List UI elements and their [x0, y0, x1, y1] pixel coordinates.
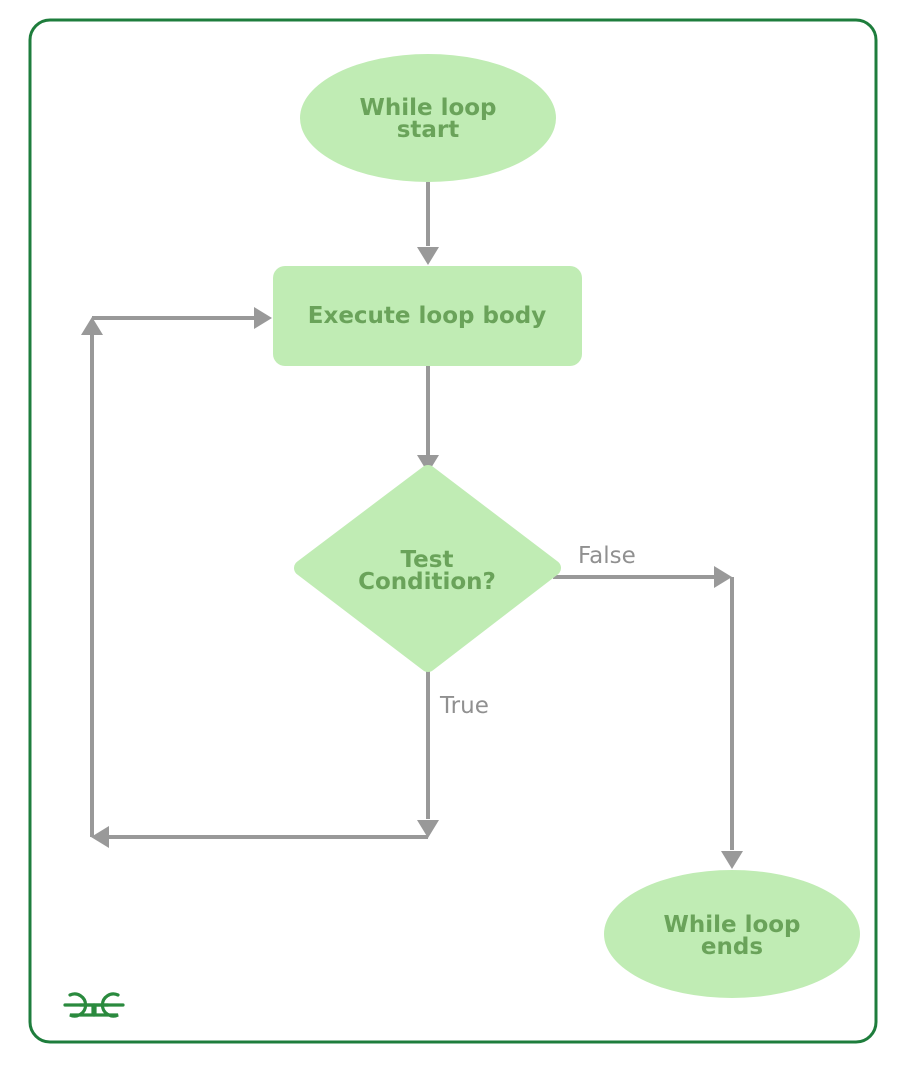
- node-test-condition: Test Condition?: [294, 465, 561, 672]
- arrowhead-icon: [417, 820, 439, 838]
- arrowhead-icon: [91, 826, 109, 848]
- edge-label-false: False: [578, 543, 636, 569]
- node-test-condition-line-2: Condition?: [358, 569, 496, 595]
- edge-start-to-body: [417, 182, 439, 265]
- arrowhead-icon: [714, 566, 732, 588]
- arrowhead-icon: [417, 455, 439, 473]
- arrowhead-icon: [81, 317, 103, 335]
- node-loop-start: While loop start: [300, 54, 556, 182]
- arrowhead-icon: [254, 307, 272, 329]
- node-execute-body-label: Execute loop body: [308, 303, 546, 329]
- edge-condition-false: False: [553, 543, 743, 869]
- arrowhead-icon: [721, 851, 743, 869]
- node-execute-body: Execute loop body: [273, 266, 582, 366]
- edge-label-true: True: [439, 693, 489, 719]
- node-loop-end: While loop ends: [604, 870, 860, 998]
- edge-condition-true: True: [81, 307, 489, 848]
- node-loop-end-line-1: While loop: [663, 912, 800, 938]
- node-loop-start-line-2: start: [397, 117, 460, 143]
- edge-body-to-condition: [417, 366, 439, 473]
- geeksforgeeks-logo: [63, 992, 125, 1018]
- node-loop-start-line-1: While loop: [359, 95, 496, 121]
- arrowhead-icon: [417, 247, 439, 265]
- node-test-condition-line-1: Test: [401, 547, 454, 573]
- node-loop-end-line-2: ends: [701, 934, 763, 960]
